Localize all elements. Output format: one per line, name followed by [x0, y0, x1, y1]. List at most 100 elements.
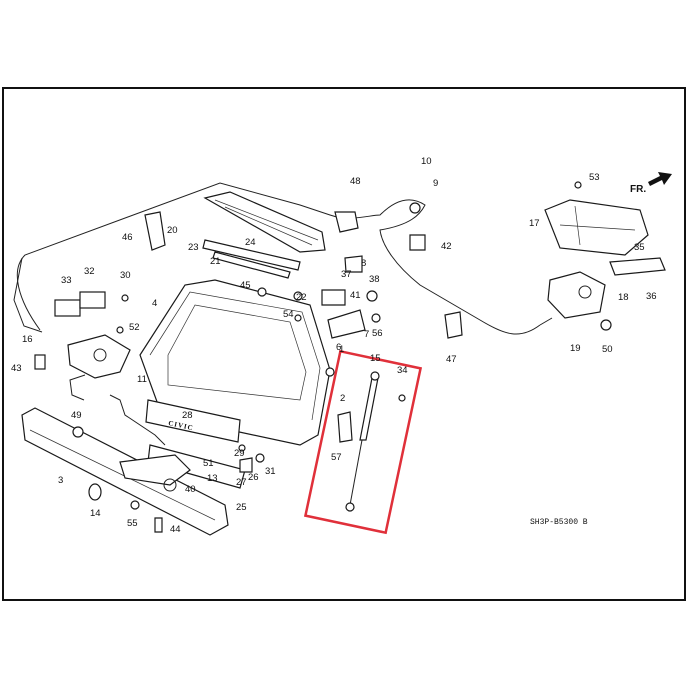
part-label-18: 18 — [618, 292, 629, 303]
part-label-21: 21 — [210, 256, 221, 267]
bolt-54 — [294, 314, 302, 322]
latch-18 — [547, 271, 606, 319]
nut-55 — [130, 500, 140, 510]
part-label-3: 3 — [58, 475, 63, 486]
part-label-33: 33 — [61, 275, 72, 286]
part-label-35: 35 — [634, 242, 645, 253]
part-label-55: 55 — [127, 518, 138, 529]
emblem-plate — [145, 399, 241, 443]
part-label-10: 10 — [421, 156, 432, 167]
part-label-44: 44 — [170, 524, 181, 535]
part-label-34: 34 — [397, 365, 408, 376]
lock-rod — [69, 374, 86, 401]
grommet-40 — [163, 478, 177, 492]
gas-strut-highlight — [303, 349, 423, 535]
bolt-50 — [600, 319, 612, 331]
part-label-26: 26 — [248, 472, 259, 483]
drawing-code: SH3P-B5300 B — [530, 518, 588, 527]
part-label-9: 9 — [433, 178, 438, 189]
part-label-14: 14 — [90, 508, 101, 519]
clip-31 — [255, 453, 265, 463]
part-label-16: 16 — [22, 334, 33, 345]
clip-49 — [72, 426, 84, 438]
upper-garnish — [202, 239, 301, 271]
part-label-37: 37 — [341, 269, 352, 280]
part-label-22: 22 — [296, 292, 307, 303]
gas-strut-cylinder — [359, 377, 379, 441]
bracket-36 — [609, 257, 666, 276]
motor-assembly — [119, 454, 191, 486]
bracket-7 — [327, 309, 366, 339]
part-label-46: 46 — [122, 232, 133, 243]
part-label-50: 50 — [602, 344, 613, 355]
strut-top-end — [370, 371, 380, 381]
part-label-28: 28 — [182, 410, 193, 421]
bracket-41 — [321, 289, 346, 306]
part-label-57: 57 — [331, 452, 342, 463]
part-label-11: 11 — [137, 374, 147, 385]
clip-48 — [334, 211, 359, 233]
lock-plate-32 — [79, 291, 106, 309]
hinge-46 — [144, 211, 166, 251]
part-label-2: 2 — [340, 393, 345, 404]
part-label-25: 25 — [236, 502, 247, 513]
part-label-52: 52 — [129, 322, 140, 333]
part-label-45: 45 — [240, 280, 251, 291]
bolt-38 — [366, 290, 378, 302]
screw-52 — [116, 326, 124, 334]
part-label-31: 31 — [265, 466, 276, 477]
garnish-21 — [212, 251, 291, 279]
lock-cable — [109, 394, 166, 446]
nut-56 — [371, 313, 381, 323]
release-cable — [16, 182, 541, 335]
part-label-19: 19 — [570, 343, 581, 354]
part-label-17: 17 — [529, 218, 540, 229]
part-label-27: 27 — [236, 477, 247, 488]
bushing-43 — [34, 354, 46, 370]
part-label-4: 4 — [152, 298, 157, 309]
part-label-38: 38 — [369, 274, 380, 285]
clip-42 — [409, 234, 426, 251]
part-label-43: 43 — [11, 363, 22, 374]
part-label-40: 40 — [185, 484, 196, 495]
part-label-13: 13 — [207, 473, 218, 484]
bolt-45 — [257, 287, 267, 297]
part-label-49: 49 — [71, 410, 82, 421]
part-label-51: 51 — [203, 458, 214, 469]
part-label-1: 1 — [339, 344, 344, 355]
part-label-42: 42 — [441, 241, 452, 252]
part-label-6: 6 — [336, 342, 341, 353]
screw-29 — [238, 444, 246, 452]
clip-47 — [444, 311, 463, 339]
bolt-34 — [398, 394, 406, 402]
grommet-9 — [409, 202, 421, 214]
lock-assembly — [67, 334, 131, 379]
screw-39 — [325, 367, 335, 377]
part-label-8: 8 — [361, 258, 366, 269]
part-label-36: 36 — [646, 291, 657, 302]
front-arrow-icon — [648, 172, 672, 186]
part-label-53: 53 — [589, 172, 600, 183]
part-label-20: 20 — [167, 225, 178, 236]
screw-53 — [574, 181, 582, 189]
part-label-15: 15 — [370, 353, 381, 364]
clip-14 — [88, 483, 102, 501]
gas-strut-rod — [349, 439, 363, 506]
cable-end-left — [13, 257, 43, 333]
diagram-border — [2, 87, 686, 601]
clip-37 — [344, 255, 363, 273]
bolt-44 — [154, 517, 163, 533]
part-label-30: 30 — [120, 270, 131, 281]
part-label-32: 32 — [84, 266, 95, 277]
part-label-29: 29 — [234, 448, 245, 459]
strut-bottom-end — [345, 502, 355, 512]
stay-2 — [337, 411, 353, 443]
part-label-24: 24 — [245, 237, 256, 248]
part-label-7: 7 — [364, 329, 369, 340]
part-label-56: 56 — [372, 328, 383, 339]
part-label-47: 47 — [446, 354, 457, 365]
part-label-41: 41 — [350, 290, 361, 301]
clip-27 — [239, 457, 253, 473]
